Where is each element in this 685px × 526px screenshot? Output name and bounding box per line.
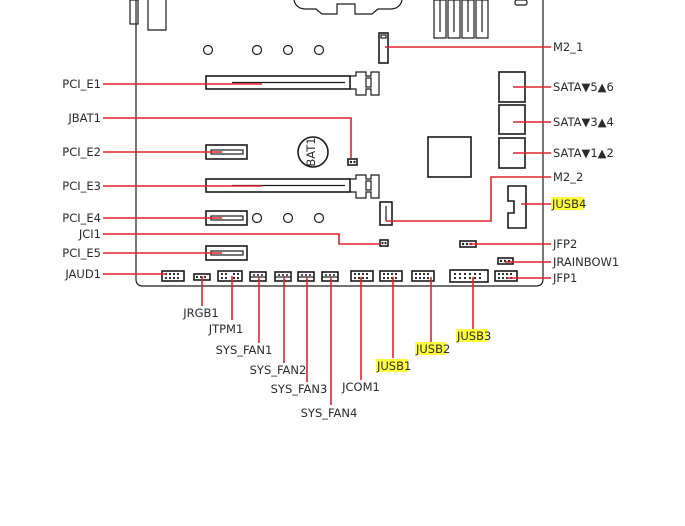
label-pci-e4: PCI_E4 xyxy=(62,211,101,225)
rear-io-edge xyxy=(129,0,139,25)
dimm-latch xyxy=(514,0,528,6)
sata-3-4-port xyxy=(498,104,526,135)
jaud1-header xyxy=(161,270,185,282)
leader-lines xyxy=(103,46,551,405)
label-jrainbow1: JRAINBOW1 xyxy=(552,255,619,269)
label-jfp2: JFP2 xyxy=(552,237,577,251)
label-jrgb1: JRGB1 xyxy=(182,306,219,320)
label-pci-e3: PCI_E3 xyxy=(62,179,101,193)
m2-1-slot-key xyxy=(380,34,387,39)
jcom1-header xyxy=(350,270,374,282)
jusb4-connector xyxy=(507,185,527,229)
dimm-slots xyxy=(433,0,489,39)
label-jcom1: JCOM1 xyxy=(341,380,380,394)
label-sata-1-2: SATA▼1▲2 xyxy=(553,146,614,160)
label-jtpm1: JTPM1 xyxy=(208,322,244,336)
jbat1-jumper xyxy=(347,158,358,166)
mounting-holes-top xyxy=(202,44,325,56)
sys-fan4-header xyxy=(321,271,339,282)
sys-fan3-header xyxy=(297,271,315,282)
jci1-header xyxy=(379,239,389,247)
label-sata-5-6: SATA▼5▲6 xyxy=(553,80,614,94)
label-jusb4: JUSB4 xyxy=(551,197,586,211)
sata-1-2-port xyxy=(498,137,526,169)
label-sys-fan1: SYS_FAN1 xyxy=(216,343,273,357)
m2-1-slot xyxy=(378,32,389,64)
label-m2-2: M2_2 xyxy=(553,170,583,184)
mounting-holes-mid xyxy=(251,212,325,224)
jtpm1-header xyxy=(217,270,243,282)
battery-label: BAT1 xyxy=(304,137,318,166)
rear-io-block xyxy=(147,0,167,31)
label-jusb1: JUSB1 xyxy=(376,359,411,373)
sata-5-6-port xyxy=(498,71,526,103)
jfp1-header xyxy=(494,270,518,282)
cpu-retention-clip xyxy=(293,0,403,15)
sys-fan2-header xyxy=(274,271,292,282)
label-pci-e2: PCI_E2 xyxy=(62,145,101,159)
label-jbat1: JBAT1 xyxy=(67,111,101,125)
label-pci-e5: PCI_E5 xyxy=(62,246,101,260)
label-sys-fan3: SYS_FAN3 xyxy=(271,382,328,396)
label-jusb3: JUSB3 xyxy=(456,329,491,343)
label-m2-1: M2_1 xyxy=(553,40,583,54)
label-jci1: JCI1 xyxy=(78,227,101,241)
jusb3-header xyxy=(449,269,489,283)
label-pci-e1: PCI_E1 xyxy=(62,77,101,91)
label-sys-fan2: SYS_FAN2 xyxy=(250,363,307,377)
jusb2-header xyxy=(411,270,435,282)
label-sata-3-4: SATA▼3▲4 xyxy=(553,115,614,129)
highlights xyxy=(376,197,583,372)
cmos-battery xyxy=(297,136,329,168)
label-jusb2: JUSB2 xyxy=(415,342,450,356)
label-jfp1: JFP1 xyxy=(552,271,577,285)
label-jaud1: JAUD1 xyxy=(64,267,101,281)
jusb1-header xyxy=(379,270,403,282)
label-sys-fan4: SYS_FAN4 xyxy=(301,406,358,420)
sys-fan1-header xyxy=(249,271,267,282)
board-outline xyxy=(135,0,544,287)
chipset-heatsink xyxy=(427,136,472,178)
pci-e1-slot xyxy=(205,71,380,96)
